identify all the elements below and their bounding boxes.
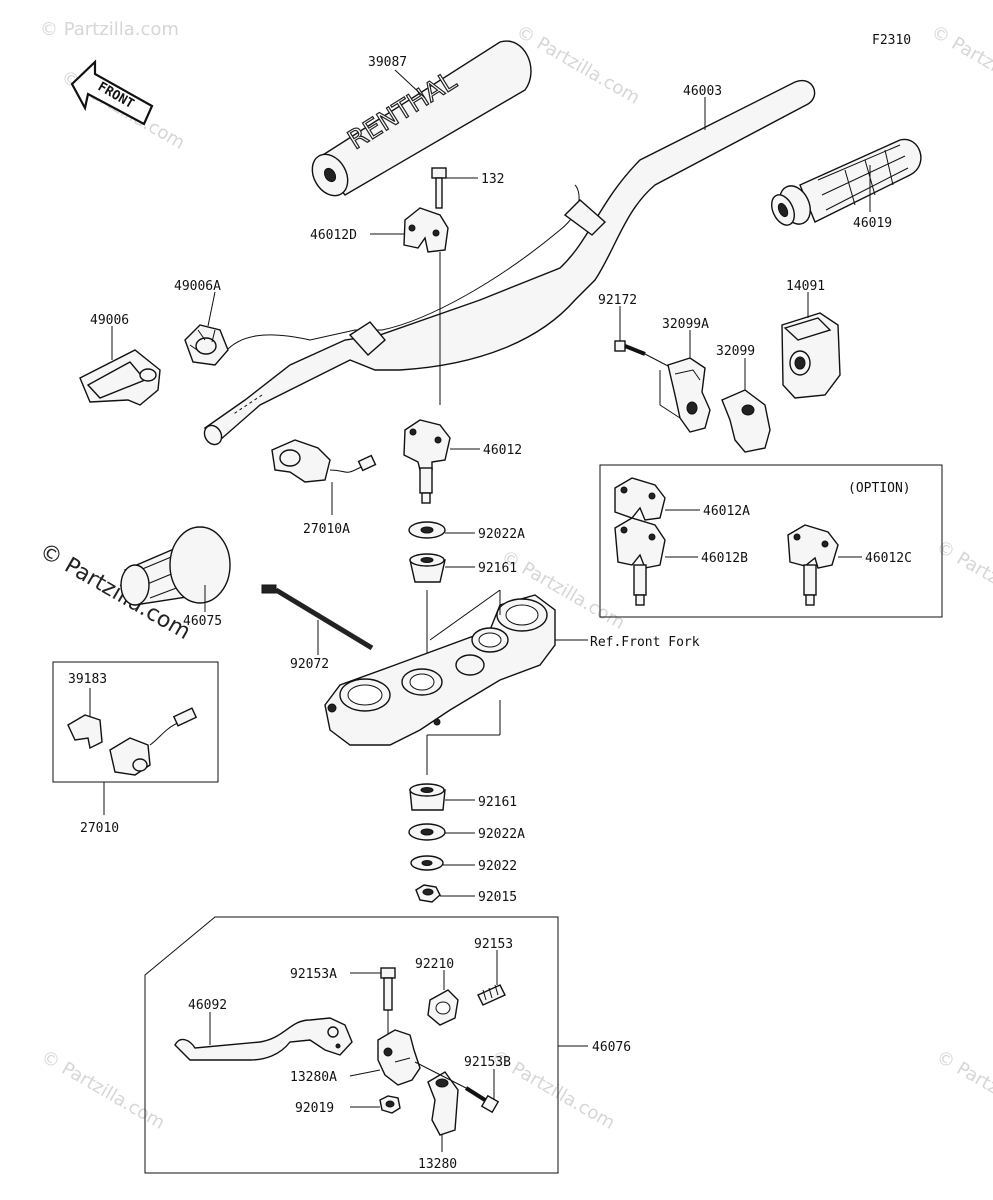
watermark: © Partzilla.com [40, 19, 179, 40]
damper-92161-top [409, 553, 446, 583]
triple-clamp [324, 594, 556, 746]
label-46012: 46012 [483, 443, 522, 458]
screw-92153 [477, 984, 506, 1006]
label-46012D: 46012D [310, 228, 357, 243]
figure-code: F2310 [872, 33, 911, 48]
label-92161-top: 92161 [478, 561, 517, 576]
damper-92161-bottom [409, 783, 446, 811]
washer-92022 [410, 855, 444, 871]
label-49006: 49006 [90, 313, 129, 328]
label-32099: 32099 [716, 344, 755, 359]
label-132: 132 [481, 172, 504, 187]
nut-92015 [415, 884, 441, 903]
clamp-39183 [67, 714, 103, 750]
grip-46075 [120, 526, 231, 606]
clamp-46012B [614, 517, 666, 606]
cable-tie-92072 [261, 584, 374, 651]
handlebar [203, 79, 816, 446]
label-46003: 46003 [683, 84, 722, 99]
grip-46019 [770, 138, 922, 226]
label-13280A: 13280A [290, 1070, 337, 1085]
label-92210: 92210 [415, 957, 454, 972]
label-46012B: 46012B [701, 551, 748, 566]
label-92072: 92072 [290, 657, 329, 672]
watermark: © Partzilla.com [38, 1046, 169, 1134]
option-label: (OPTION) [848, 481, 911, 496]
switch-27010 [109, 707, 198, 776]
label-49006A: 49006A [174, 279, 221, 294]
label-39183: 39183 [68, 672, 107, 687]
housing-32099A [667, 357, 711, 433]
label-92022: 92022 [478, 859, 517, 874]
screw-92153B [464, 1086, 500, 1114]
label-92019: 92019 [295, 1101, 334, 1116]
switch-assembly-box [52, 661, 219, 783]
clamp-46012C [787, 524, 839, 606]
label-92153B: 92153B [464, 1055, 511, 1070]
label-46075: 46075 [183, 614, 222, 629]
clamp-13280 [427, 1071, 459, 1136]
label-39087: 39087 [368, 55, 407, 70]
watermark: © Partzilla.com [928, 21, 993, 109]
cover-14091 [781, 312, 841, 399]
lever-bracket [377, 1029, 421, 1086]
washer-92022A-top [408, 521, 446, 539]
lever-46092 [174, 1017, 353, 1061]
label-92015: 92015 [478, 890, 517, 905]
cover-49006 [79, 349, 161, 406]
watermark: © Partzilla.com [513, 21, 644, 109]
adjuster-49006A [184, 324, 229, 366]
label-46019: 46019 [853, 216, 892, 231]
label-92153: 92153 [474, 937, 513, 952]
label-27010: 27010 [80, 821, 119, 836]
option-box [599, 464, 943, 618]
label-32099A: 32099A [662, 317, 709, 332]
label-14091: 14091 [786, 279, 825, 294]
watermark: © Partzilla.com [933, 1046, 993, 1134]
clamp-46012 [403, 419, 451, 504]
screw-92172 [614, 340, 646, 356]
label-92022A-top: 92022A [478, 527, 525, 542]
label-92022A-bottom: 92022A [478, 827, 525, 842]
clamp-46012D [403, 207, 449, 253]
lever-assembly-box [144, 916, 559, 1174]
front-arrow-icon: FRONT [70, 59, 154, 126]
housing-32099 [721, 389, 771, 453]
label-13280: 13280 [418, 1157, 457, 1172]
ref-front-fork: Ref.Front Fork [590, 635, 700, 650]
label-92161-bottom: 92161 [478, 795, 517, 810]
label-92153A: 92153A [290, 967, 337, 982]
label-27010A: 27010A [303, 522, 350, 537]
spring-92210 [427, 989, 459, 1026]
nut-92019 [379, 1095, 401, 1114]
label-46076: 46076 [592, 1040, 631, 1055]
label-46012C: 46012C [865, 551, 912, 566]
switch-27010A [271, 439, 377, 483]
label-92172: 92172 [598, 293, 637, 308]
label-46012A: 46012A [703, 504, 750, 519]
bolt-132 [431, 167, 447, 209]
bolt-92153A [380, 967, 396, 1011]
label-46092: 46092 [188, 998, 227, 1013]
washer-92022A-bottom [408, 823, 446, 841]
clamp-46012A [614, 477, 666, 521]
